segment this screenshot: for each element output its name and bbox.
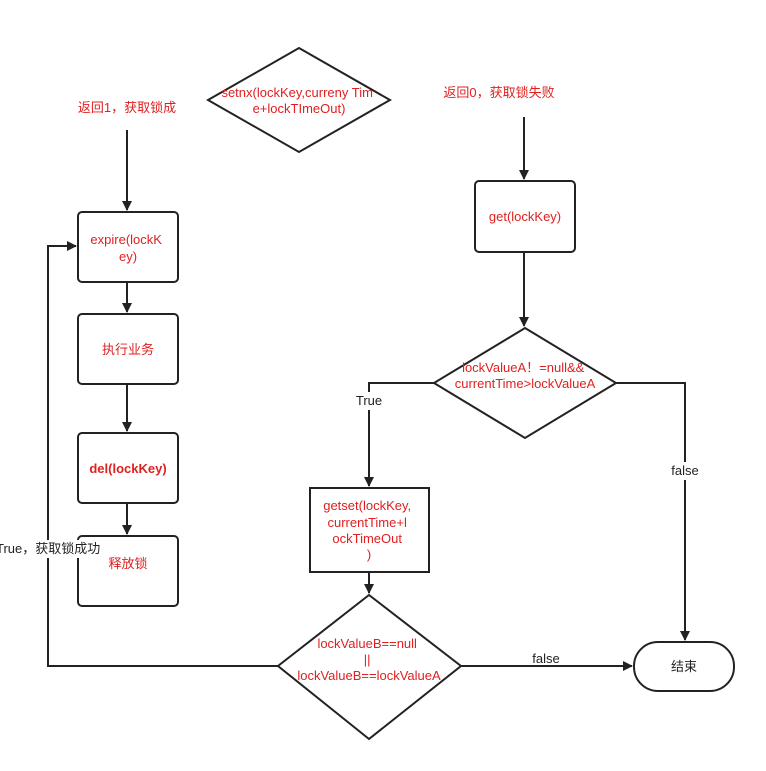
end-terminal (633, 641, 735, 692)
get-box (474, 180, 576, 253)
edge-label-check-b-false: false (532, 651, 559, 666)
false-label-bg (668, 462, 702, 480)
end-label: 结束 (671, 659, 697, 674)
getset-box (309, 487, 430, 573)
setnx-label: setnx(lockKey,curreny Tim e+lockTImeOut) (221, 85, 376, 116)
getset-label: getset(lockKey, currentTime+l ockTimeOut… (323, 498, 415, 562)
expire-label: expire(lockK ey) (90, 232, 165, 264)
arrow-check-b-true (47, 241, 278, 667)
true-success-label-bg (0, 540, 104, 558)
release-label: 释放锁 (108, 556, 147, 571)
check-a-decision (432, 326, 618, 440)
edge-label-check-b-true: True，获取锁成功 (0, 541, 100, 556)
check-b-label: lockValueB==null || lockValueB==lockValu… (297, 636, 441, 683)
check-b-decision (276, 593, 463, 741)
edge-label-check-a-false: false (671, 463, 698, 478)
del-box (77, 432, 179, 504)
expire-box (77, 211, 179, 283)
edge-label-check-a-true: True (356, 393, 382, 408)
edge-label-setnx-success: 返回1，获取锁成 (78, 100, 176, 115)
true-label-bg (352, 392, 386, 410)
execute-box (77, 313, 179, 385)
execute-label: 执行业务 (102, 342, 154, 357)
edge-label-setnx-fail: 返回0，获取锁失败 (443, 85, 554, 100)
get-label: get(lockKey) (489, 209, 561, 224)
setnx-decision (205, 46, 393, 154)
arrow-check-a-false (616, 382, 690, 641)
check-a-label: lockValueA！=null&& currentTime>lockValue… (455, 360, 596, 391)
arrow-check-a-true (364, 382, 434, 487)
connectors (47, 117, 690, 671)
del-label: del(lockKey) (89, 461, 166, 476)
